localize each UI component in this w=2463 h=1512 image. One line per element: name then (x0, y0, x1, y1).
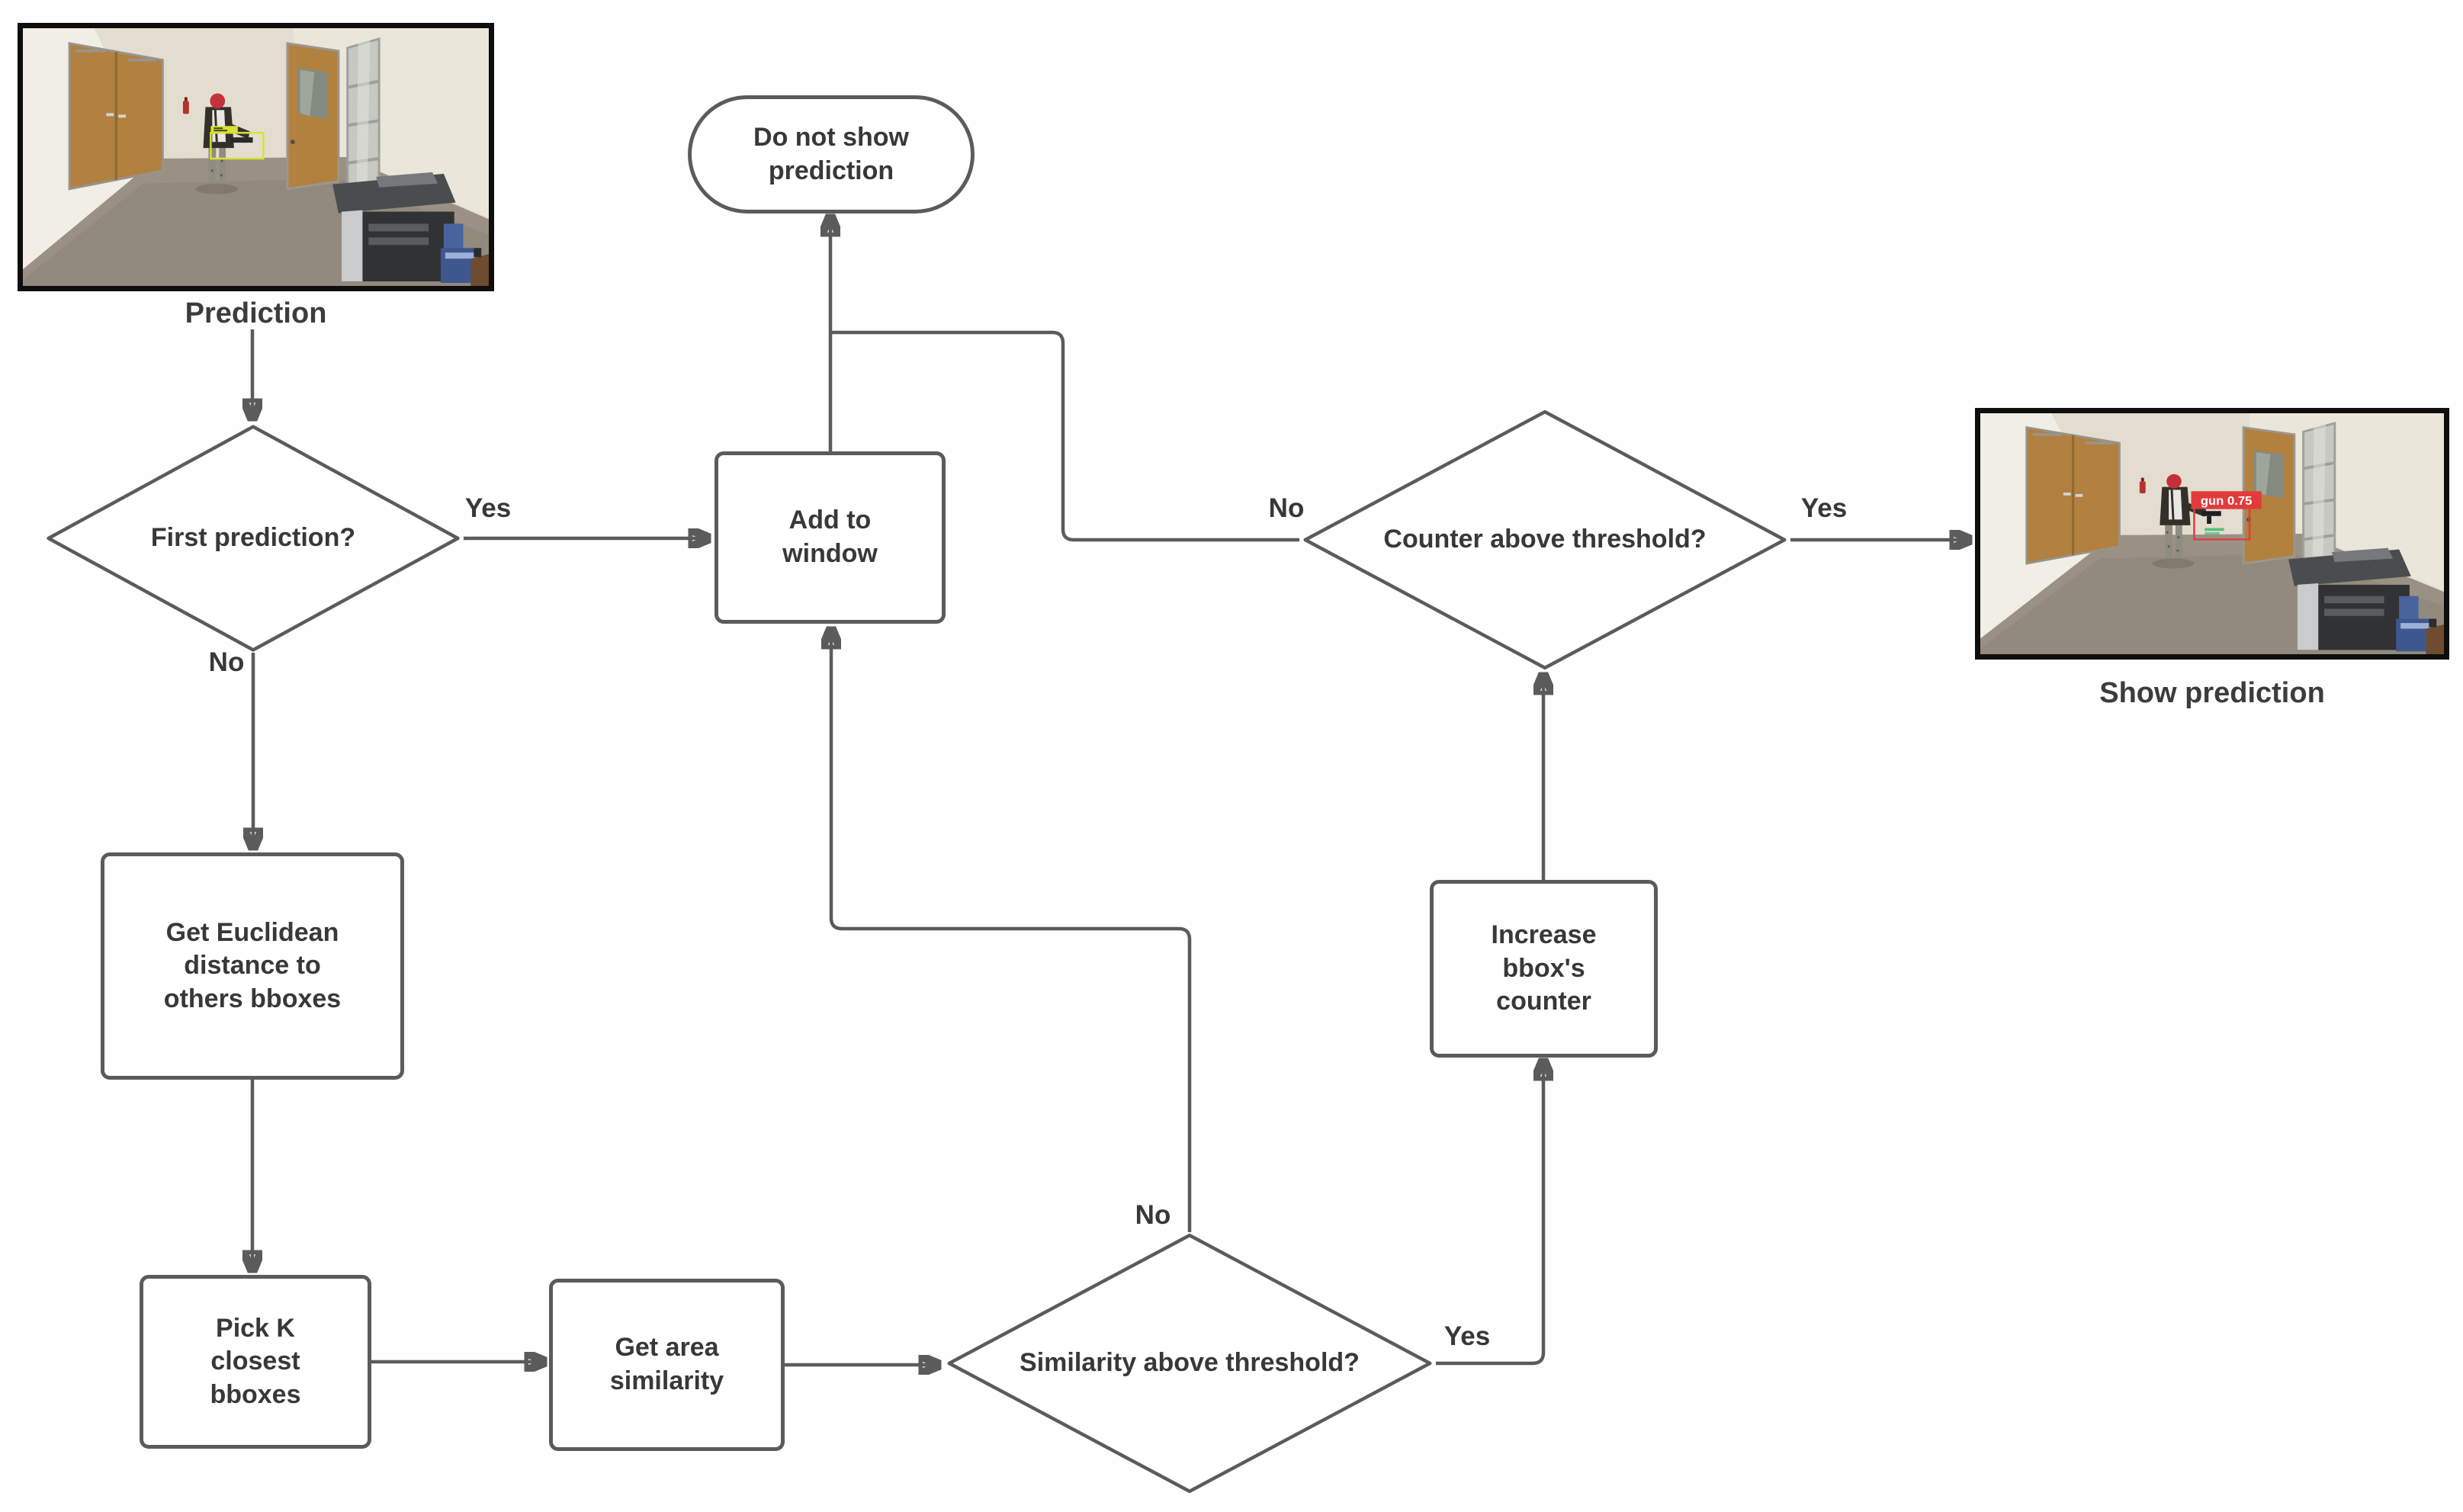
show-prediction-caption: Show prediction (2099, 677, 2325, 709)
edge-similarity-no-to-add (831, 628, 1192, 1232)
detection-label-bg (2191, 491, 2262, 509)
show-prediction-frame-image: gun 0.75 (1975, 408, 2449, 660)
process-add-to-window-label: Add to window (782, 506, 878, 568)
diamond-shape (943, 1232, 1436, 1494)
detection-tag-left (210, 126, 238, 133)
edge-label-counter-no: No (1268, 493, 1305, 523)
prediction-caption: Prediction (185, 297, 327, 329)
diamond-shape (1299, 409, 1790, 671)
edge-label-first-no: No (208, 647, 245, 677)
terminator-do-not-show-label: Do not show prediction (753, 122, 909, 185)
terminator-do-not-show: Do not show prediction (688, 95, 975, 213)
decision-similarity-threshold-label: Similarity above threshold? (1020, 1348, 1360, 1378)
process-increase-counter: Increase bbox's counter (1430, 880, 1658, 1058)
edge-label-counter-yes: Yes (1800, 493, 1848, 523)
person-red-hat (210, 93, 226, 109)
edge-similarity-yes-to-increase (1436, 1060, 1543, 1366)
edge-label-first-yes: Yes (464, 493, 512, 523)
gun-shape (2201, 511, 2221, 516)
hallway-scene-right: gun 0.75 (1980, 413, 2444, 654)
prediction-frame-image (18, 23, 494, 291)
decision-first-prediction: First prediction? (43, 424, 463, 653)
process-get-area-similarity: Get area similarity (549, 1279, 785, 1451)
process-get-euclidean-label: Get Euclidean distance to others bboxes (163, 917, 342, 1013)
decision-counter-threshold: Counter above threshold? (1299, 409, 1790, 671)
process-add-to-window: Add to window (714, 451, 946, 624)
diamond-shape (43, 424, 463, 653)
edge-label-similarity-no: No (1135, 1200, 1171, 1230)
person-red-hat (2166, 474, 2182, 489)
process-get-area-similarity-label: Get area similarity (609, 1333, 724, 1395)
detection-label-text: gun 0.75 (2201, 494, 2253, 508)
hallway-scene-left (23, 28, 489, 286)
process-pick-k-closest: Pick K closest bboxes (140, 1275, 371, 1449)
process-get-euclidean: Get Euclidean distance to others bboxes (101, 852, 404, 1080)
edge-counter-no-to-junction (829, 330, 1299, 542)
edge-label-similarity-yes: Yes (1443, 1321, 1491, 1351)
detection-bbox-left (210, 131, 265, 160)
decision-counter-threshold-label: Counter above threshold? (1383, 525, 1707, 554)
decision-first-prediction-label: First prediction? (150, 523, 356, 553)
decision-similarity-threshold: Similarity above threshold? (943, 1232, 1436, 1494)
process-pick-k-closest-label: Pick K closest bboxes (210, 1313, 301, 1409)
process-increase-counter-label: Increase bbox's counter (1491, 920, 1597, 1016)
